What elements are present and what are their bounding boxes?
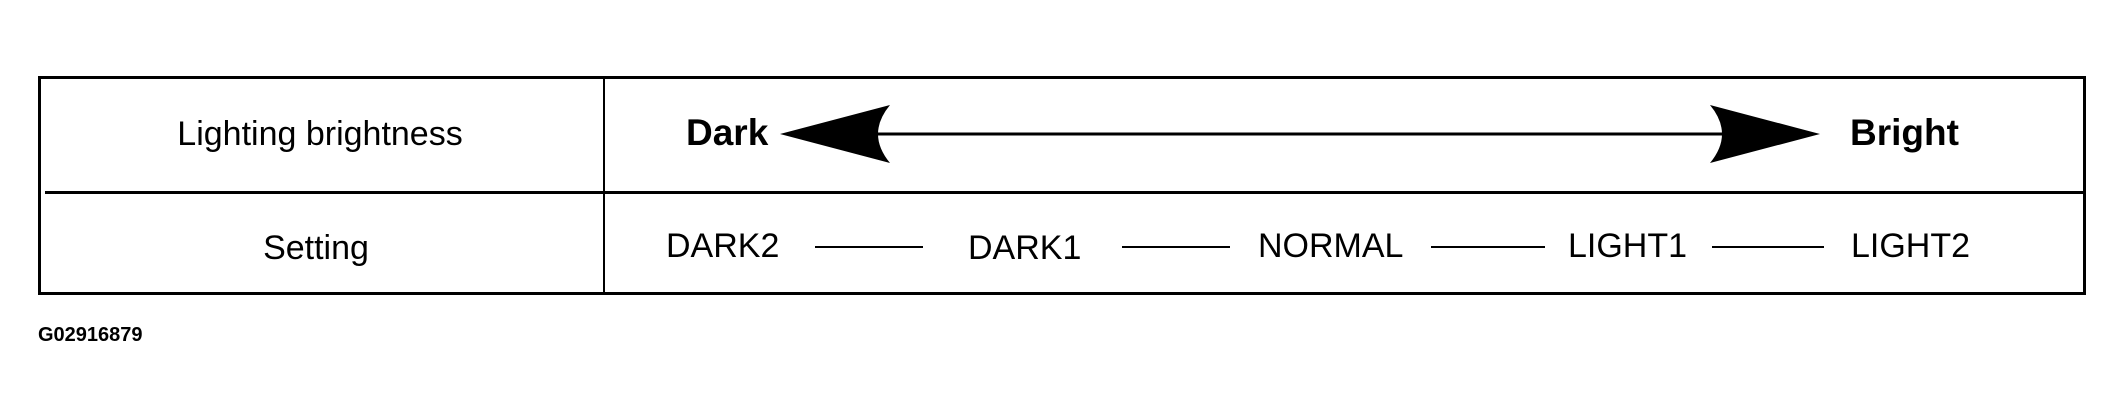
setting-level-dark2: DARK2 [666, 227, 780, 265]
level-connector [1431, 246, 1545, 248]
setting-level-light2: LIGHT2 [1851, 227, 1971, 265]
level-connector [815, 246, 923, 248]
figure-code: G02916879 [38, 324, 143, 346]
left-arrowhead-icon [780, 105, 890, 163]
column-divider [603, 76, 605, 295]
row-divider [45, 191, 2086, 194]
row-label-lighting-brightness: Lighting brightness [177, 115, 463, 153]
setting-level-light1: LIGHT1 [1568, 227, 1688, 265]
brightness-table [38, 76, 2086, 295]
setting-level-dark1: DARK1 [968, 229, 1082, 267]
right-arrowhead-icon [1710, 105, 1820, 163]
scale-label-dark: Dark [686, 112, 769, 153]
level-connector [1712, 246, 1824, 248]
setting-level-normal: NORMAL [1258, 227, 1404, 265]
level-connector [1122, 246, 1230, 248]
row-label-setting: Setting [263, 229, 369, 267]
scale-label-bright: Bright [1850, 112, 1959, 153]
double-arrow-icon [780, 105, 1820, 163]
